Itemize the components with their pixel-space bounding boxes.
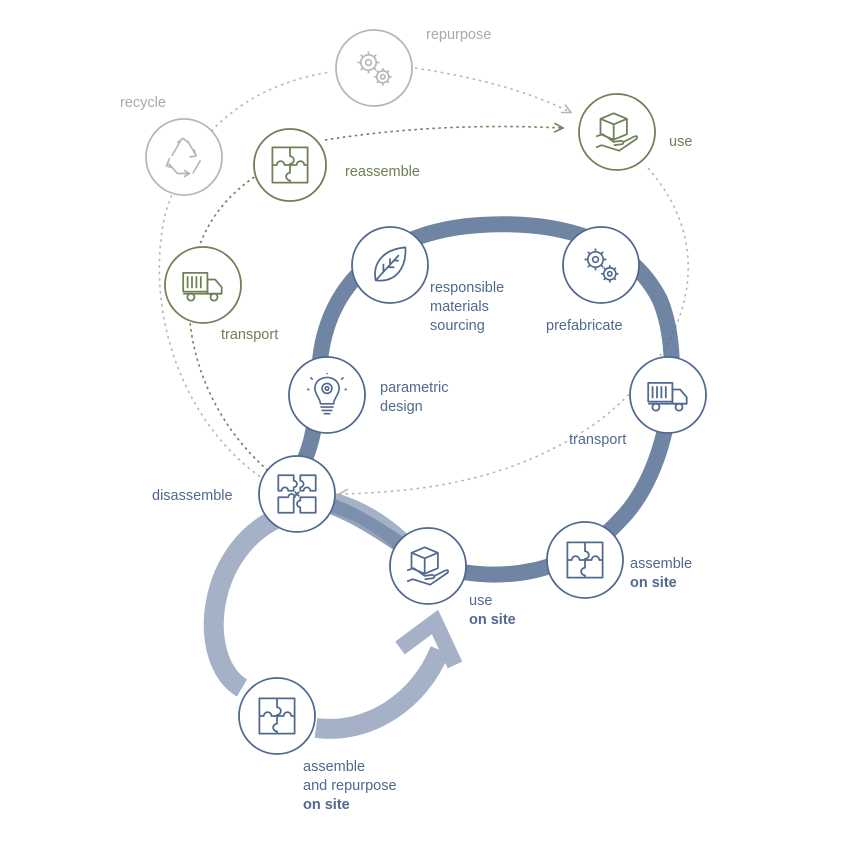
disassemble-label: disassemble [152, 488, 233, 504]
reassemble-to-use-arrow [324, 127, 562, 141]
responsible-materials-label: responsible materials sourcing [430, 280, 505, 334]
recycle-label: recycle [120, 95, 166, 111]
transport-outer-label: transport [221, 327, 279, 343]
transport-inner-node [629, 356, 707, 434]
transport-outer-node [164, 246, 242, 324]
assemble-repurpose-label: assemble and repurpose on site [303, 759, 397, 813]
assemble-on-site-node [546, 521, 624, 599]
use-on-site-label: use on site [469, 593, 516, 628]
repurpose-label: repurpose [426, 27, 492, 43]
use-to-disassemble-arrow [340, 167, 689, 494]
responsible-materials-node [351, 226, 429, 304]
use-label: use [669, 134, 693, 150]
repurpose-loop-arrowhead [395, 609, 463, 669]
repurpose-to-use-arrow [414, 67, 570, 112]
parametric-design-label: parametric design [380, 380, 449, 415]
reassemble-node [253, 128, 327, 202]
use-on-site-node [389, 527, 467, 605]
recycle-loop-path [158, 71, 331, 499]
use-outer-circle [578, 93, 656, 171]
transport-inner-circle [629, 356, 707, 434]
recycle-node [145, 118, 223, 196]
transport-outer-circle [164, 246, 242, 324]
repurpose-node [335, 29, 413, 107]
repurpose-on-site-loop [203, 505, 450, 739]
assemble-repurpose-node [238, 677, 316, 755]
prefabricate-label: prefabricate [546, 318, 623, 334]
reassemble-label: reassemble [345, 164, 420, 180]
use-on-site-circle [389, 527, 467, 605]
parametric-design-circle [288, 356, 366, 434]
disassemble-node [258, 455, 336, 533]
use-outer-node [578, 93, 656, 171]
prefabricate-node [562, 226, 640, 304]
transport-inner-label: transport [569, 432, 627, 448]
assemble-on-site-label: assemble on site [630, 556, 693, 591]
recycle-circle [145, 118, 223, 196]
parametric-design-node [288, 356, 366, 434]
